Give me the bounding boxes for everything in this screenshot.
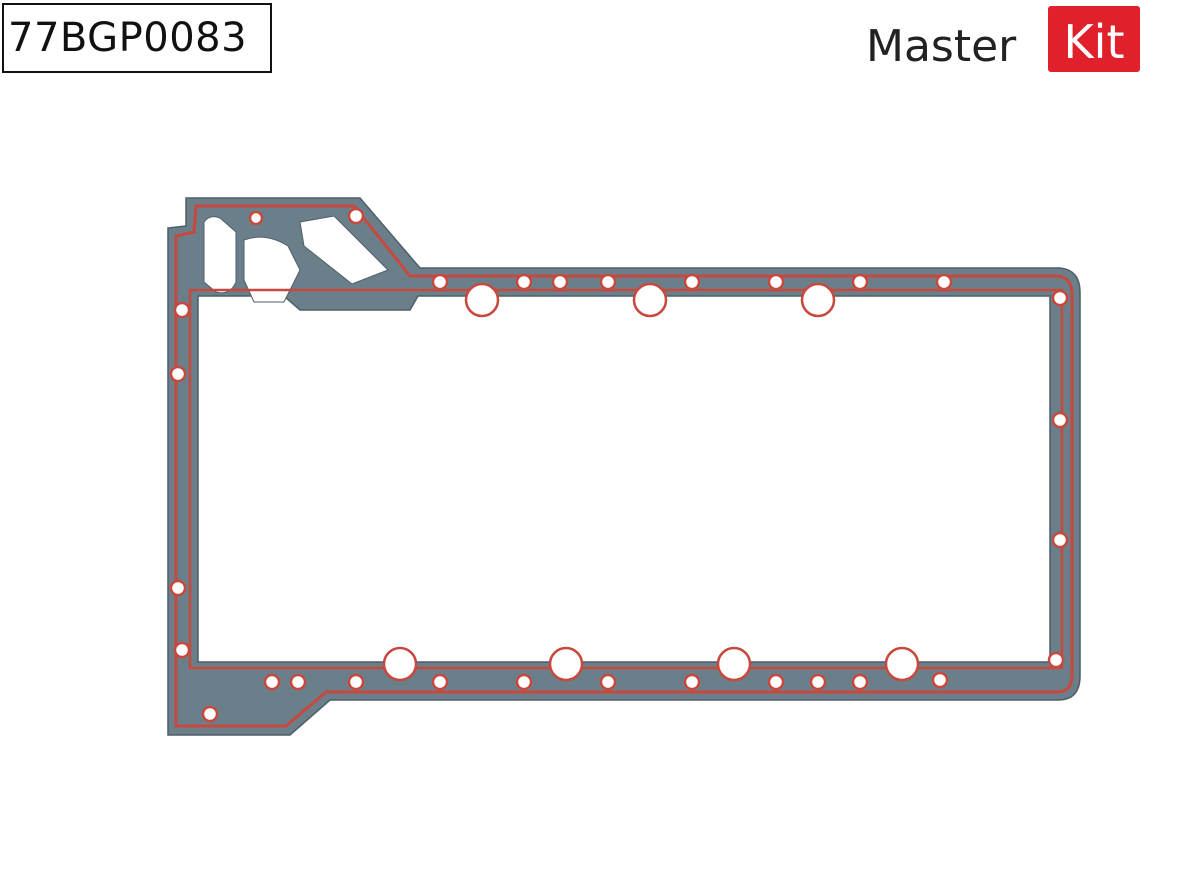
gasket-bolt-holes <box>169 207 1069 723</box>
gasket-bosses-bottom <box>382 646 920 682</box>
gasket-body <box>167 197 1081 736</box>
gasket-seal-bead-inner <box>188 288 1064 670</box>
part-number-label: 77BGP0083 <box>2 3 272 73</box>
gasket-bosses-top <box>464 282 836 318</box>
brand-logo-kit: Kit <box>1048 6 1140 72</box>
gasket-seal-bead <box>174 204 1074 728</box>
brand-logo-master: Master <box>866 21 1017 72</box>
brand-logo: Master Kit <box>862 6 1142 76</box>
